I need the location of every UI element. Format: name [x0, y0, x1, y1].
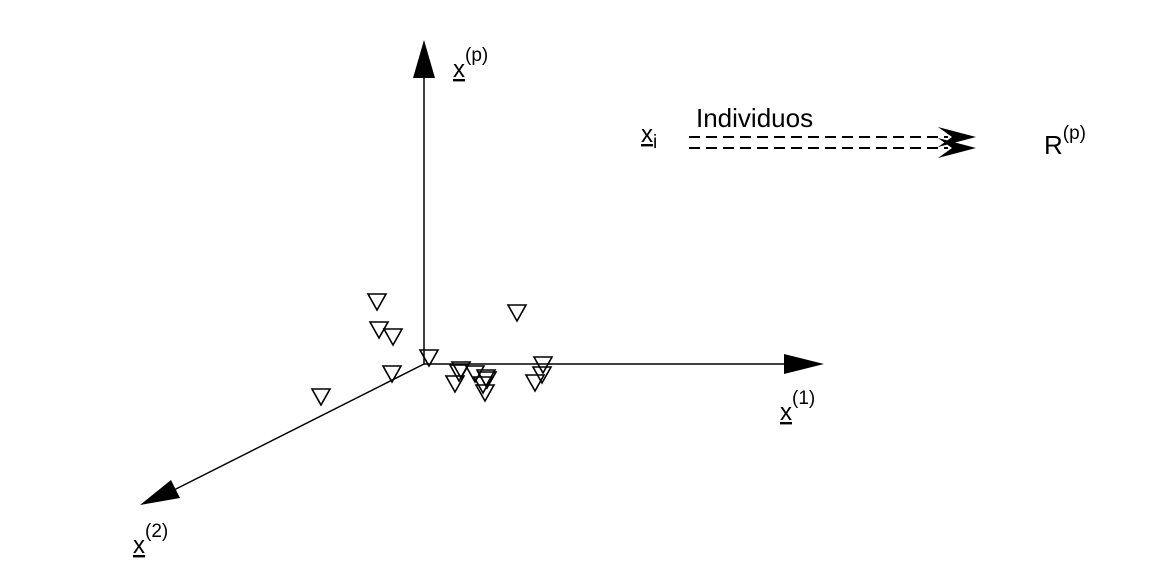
horizontal-axis-label-superscript: (1): [792, 388, 815, 409]
individual-point: [444, 375, 466, 394]
individual-point: [418, 349, 440, 368]
individual-point: [532, 356, 554, 375]
individual-point: [366, 293, 388, 312]
individual-point: [506, 304, 528, 323]
individual-point: [474, 384, 496, 403]
horizontal-axis-label: x(1): [780, 388, 815, 426]
vertical-axis-label-superscript: (p): [465, 45, 488, 66]
depth-axis-line: [169, 363, 425, 493]
horizontal-axis-label-name: x: [780, 399, 792, 426]
vertical-axis-arrowhead: [413, 40, 435, 78]
horizontal-axis-arrowhead: [784, 354, 824, 374]
individual-point: [382, 328, 404, 347]
source-label: xi: [641, 121, 657, 153]
mapping-arrowhead-lower: [938, 138, 976, 158]
individual-point: [476, 371, 498, 390]
target-space-label: R(p): [1044, 123, 1086, 160]
target-space-label-name: R: [1044, 130, 1063, 160]
target-space-label-superscript: (p): [1063, 123, 1086, 144]
individual-point: [368, 321, 390, 340]
vertical-axis-label: x(p): [453, 45, 488, 83]
individual-points: [310, 293, 554, 407]
depth-axis-label: x(2): [133, 521, 168, 559]
source-label-name: x: [641, 121, 653, 148]
depth-axis-arrowhead: [140, 480, 180, 505]
mapping-caption: Individuos: [696, 103, 813, 133]
individual-point: [381, 365, 403, 384]
individual-point: [448, 364, 470, 383]
individual-point: [524, 374, 546, 393]
individual-point: [310, 388, 332, 407]
depth-axis-label-superscript: (2): [145, 521, 168, 542]
source-label-subscript: i: [653, 132, 657, 153]
depth-axis-label-name: x: [133, 532, 145, 559]
vertical-axis-label-name: x: [453, 56, 465, 83]
